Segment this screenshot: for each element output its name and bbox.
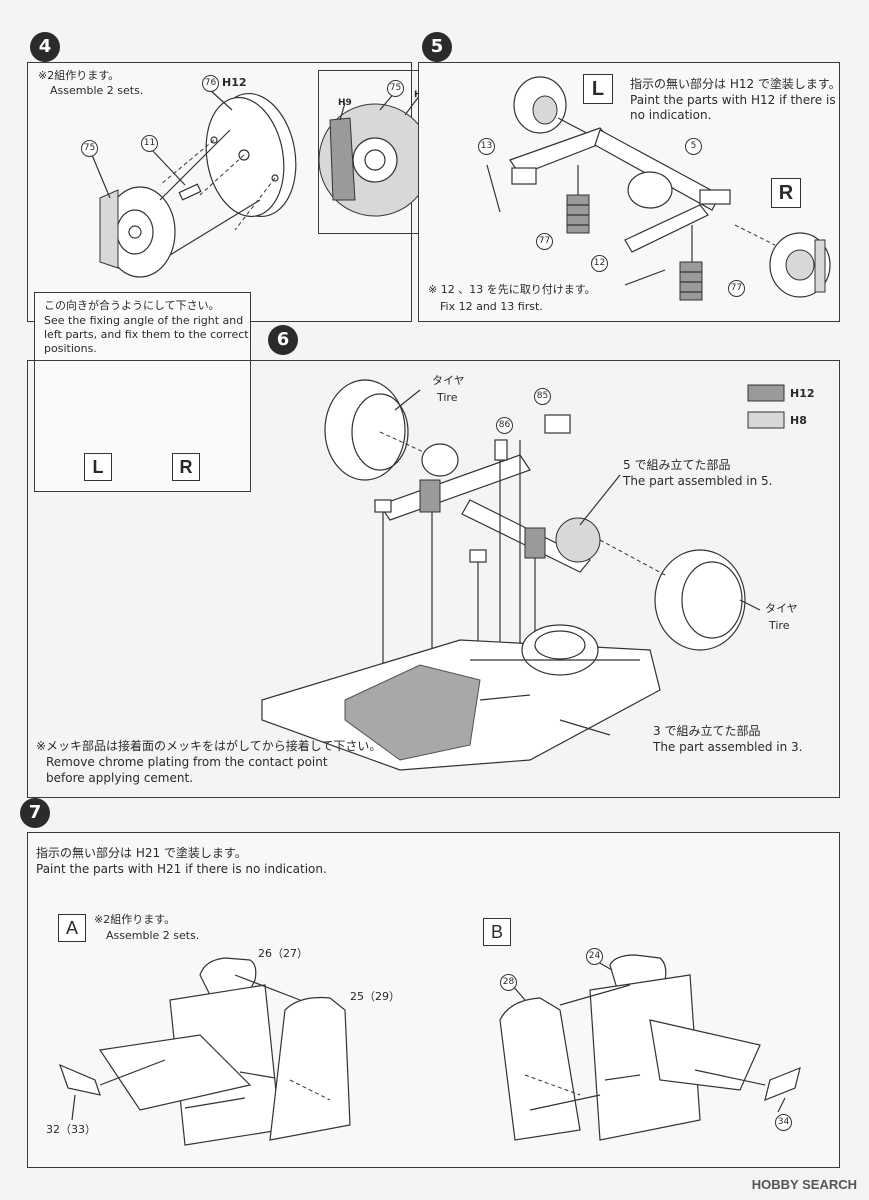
step-7-b-part-28: 28 bbox=[500, 974, 517, 991]
step-7-number: 7 bbox=[20, 798, 50, 828]
step-4-angle-jp: この向きが合うようにして下さい。 bbox=[44, 299, 220, 312]
step-4-inset-part-75: 75 bbox=[387, 80, 404, 97]
step-6-from3-en: The part assembled in 3. bbox=[653, 740, 803, 754]
step-6-tire-right-jp: タイヤ bbox=[765, 602, 798, 615]
step-7-a-label: A bbox=[58, 914, 86, 942]
step-6-part-86: 86 bbox=[496, 417, 513, 434]
step-4-part-11: 11 bbox=[141, 135, 158, 152]
step-6-part-85: 85 bbox=[534, 388, 551, 405]
step-4-inset-paint-caliper: H9 bbox=[338, 98, 352, 108]
step-4-part-75: 75 bbox=[81, 140, 98, 157]
step-6-tire-top-jp: タイヤ bbox=[432, 374, 465, 387]
step-7-b-label: B bbox=[483, 918, 511, 946]
step-4-angle-en1: See the fixing angle of the right and bbox=[44, 314, 244, 327]
step-6-legend-h8: H8 bbox=[790, 414, 807, 427]
step-6-chrome-en1: Remove chrome plating from the contact p… bbox=[46, 755, 328, 769]
step-7-panel bbox=[27, 832, 840, 1168]
step-7-b-part-24: 24 bbox=[586, 948, 603, 965]
step-4-left-label: L bbox=[84, 453, 112, 481]
step-7-a-note-jp: ※2組作ります。 bbox=[94, 913, 176, 926]
step-5-part-13: 13 bbox=[478, 138, 495, 155]
step-5-part-77b: 77 bbox=[728, 280, 745, 297]
step-5-paint-jp: 指示の無い部分は H12 で塗装します。 bbox=[630, 77, 841, 91]
step-5-right-label: R bbox=[771, 178, 801, 208]
step-5-left-label: L bbox=[583, 74, 613, 104]
step-5-fix-jp: ※ 12 、13 を先に取り付けます。 bbox=[428, 283, 596, 296]
step-7-a-note-en: Assemble 2 sets. bbox=[106, 929, 200, 942]
step-7-b-part-34: 34 bbox=[775, 1114, 792, 1131]
step-4-angle-en2: left parts, and fix them to the correct bbox=[44, 328, 249, 341]
step-6-number: 6 bbox=[268, 325, 298, 355]
step-6-chrome-en2: before applying cement. bbox=[46, 771, 194, 785]
step-4-right-label: R bbox=[172, 453, 200, 481]
step-6-from3-jp: 3 で組み立てた部品 bbox=[653, 724, 761, 738]
step-7-a-part-25-29: 25（29） bbox=[350, 990, 400, 1003]
step-4-angle-en3: positions. bbox=[44, 342, 97, 355]
step-5-paint-en1: Paint the parts with H12 if there is bbox=[630, 93, 836, 107]
step-4-angle-callout bbox=[34, 292, 251, 492]
step-6-from5-en: The part assembled in 5. bbox=[623, 474, 773, 488]
step-5-part-12: 12 bbox=[591, 255, 608, 272]
step-7-a-part-26-27: 26（27） bbox=[258, 947, 308, 960]
step-4-note-en: Assemble 2 sets. bbox=[50, 84, 144, 97]
step-6-tire-top-en: Tire bbox=[437, 391, 458, 404]
step-6-from5-jp: 5 で組み立てた部品 bbox=[623, 458, 731, 472]
step-6-chrome-jp: ※メッキ部品は接着面のメッキをはがしてから接着して下さい。 bbox=[36, 739, 382, 753]
step-5-fix-en: Fix 12 and 13 first. bbox=[440, 300, 543, 313]
step-6-tire-right-en: Tire bbox=[769, 619, 790, 632]
step-5-number: 5 bbox=[422, 32, 452, 62]
step-4-number: 4 bbox=[30, 32, 60, 62]
step-5-part-5: 5 bbox=[685, 138, 702, 155]
step-7-a-part-32-33: 32（33） bbox=[46, 1123, 96, 1136]
watermark: HOBBY SEARCH bbox=[751, 1177, 857, 1192]
step-5-paint-en2: no indication. bbox=[630, 108, 712, 122]
step-5-part-77a: 77 bbox=[536, 233, 553, 250]
step-4-part-76: 76 bbox=[202, 75, 219, 92]
step-7-paint-en: Paint the parts with H21 if there is no … bbox=[36, 862, 327, 876]
step-6-panel bbox=[27, 360, 840, 798]
step-7-paint-jp: 指示の無い部分は H21 で塗装します。 bbox=[36, 846, 247, 860]
step-4-note-jp: ※2組作ります。 bbox=[38, 69, 120, 82]
step-6-legend-h12: H12 bbox=[790, 387, 815, 400]
step-4-paint-76: H12 bbox=[222, 76, 247, 89]
